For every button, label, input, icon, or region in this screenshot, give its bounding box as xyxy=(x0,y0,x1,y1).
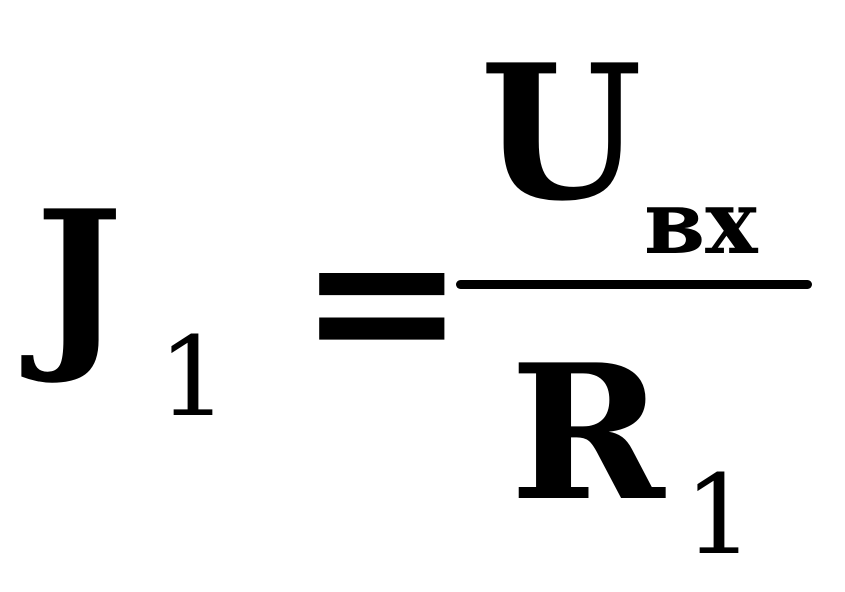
resistance-subscript: 1 xyxy=(684,451,754,579)
voltage-symbol: U xyxy=(480,23,643,242)
current-subscript: 1 xyxy=(158,313,228,441)
fraction-bar xyxy=(456,280,812,289)
current-symbol: J xyxy=(35,169,124,388)
resistance-symbol: R xyxy=(510,323,665,542)
equals-sign: = xyxy=(298,182,466,417)
voltage-subscript: вх xyxy=(644,170,758,274)
